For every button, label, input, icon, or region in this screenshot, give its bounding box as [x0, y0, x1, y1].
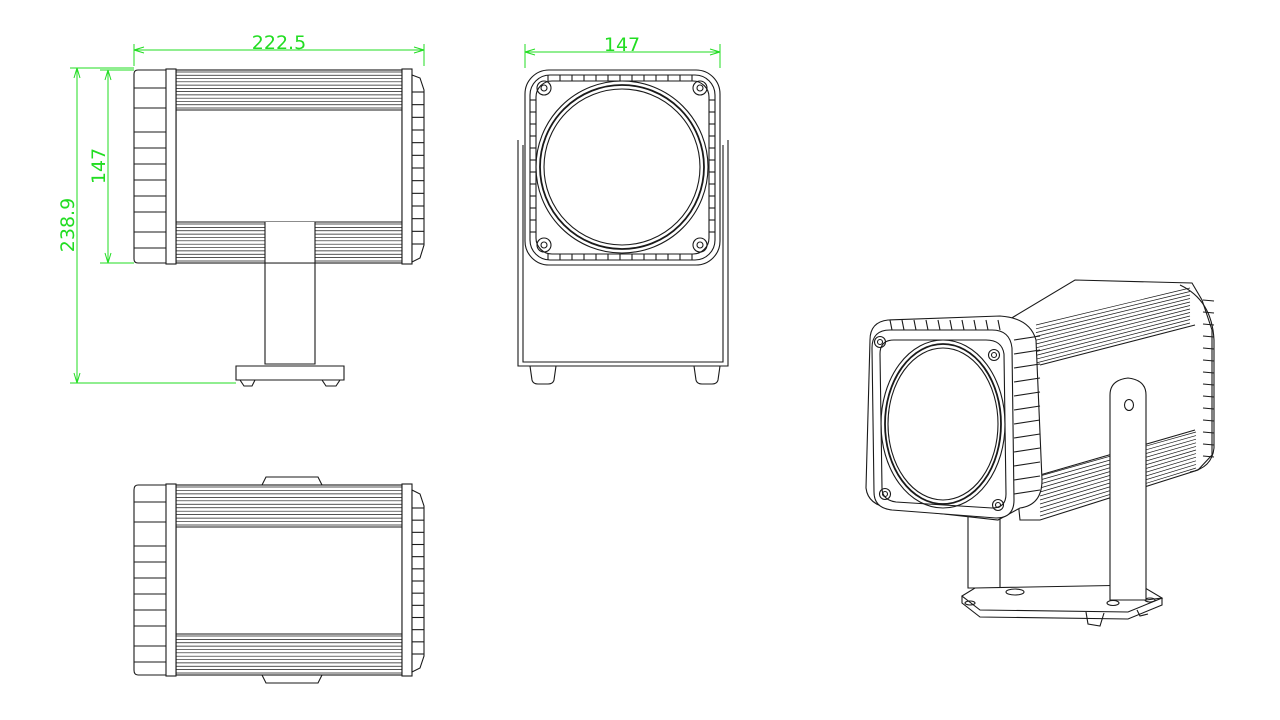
fin-line [1202, 371, 1215, 374]
side-view-front-bezel [133, 68, 177, 265]
fin-line [949, 319, 953, 331]
front-view-housing [524, 69, 721, 266]
dimension-body-height: 147 [88, 69, 134, 264]
dimension-total-height-label: 238.9 [57, 198, 79, 252]
side-view-body [175, 69, 403, 264]
side-view-rear-ribs [412, 91, 424, 245]
fin-line [1035, 294, 1191, 333]
top-view [133, 476, 425, 684]
fin-line [1202, 359, 1215, 362]
top-view-lower-fins [176, 635, 402, 674]
fin-line [1035, 308, 1191, 349]
fin-line [1035, 312, 1191, 352]
fin-line [1202, 407, 1215, 410]
fin-line [1202, 455, 1215, 458]
front-view-stand [517, 140, 729, 385]
fin-line [1202, 323, 1215, 326]
fin-line [901, 319, 905, 331]
fin-line [1013, 405, 1041, 411]
fin-line [1035, 298, 1191, 337]
fin-line [1013, 475, 1041, 481]
fin-line [1202, 335, 1215, 338]
dimension-body-height-label: 147 [88, 148, 110, 184]
isometric-view [865, 279, 1215, 627]
fin-line [1202, 395, 1215, 398]
front-view-lens [535, 80, 709, 254]
side-view [133, 68, 425, 387]
fin-line [1013, 433, 1041, 439]
side-view-top-fins [176, 71, 402, 109]
fin-line [997, 319, 1001, 331]
fin-line [1202, 443, 1215, 446]
fin-line [1013, 377, 1041, 383]
fin-line [1035, 319, 1191, 360]
dimension-length: 222.5 [133, 32, 425, 66]
fin-line [1013, 419, 1041, 425]
fin-line [1013, 335, 1041, 341]
iso-rear-ribs [1202, 299, 1215, 458]
front-view-ribs [530, 75, 715, 260]
dimension-width: 147 [524, 34, 721, 68]
iso-lens [880, 339, 1006, 509]
fin-line [1013, 349, 1041, 355]
fin-line [1013, 461, 1041, 467]
fin-line [1035, 287, 1191, 326]
fin-line [1202, 347, 1215, 350]
fin-line [1013, 489, 1041, 495]
iso-stand-arm [1109, 377, 1163, 601]
iso-screws [873, 335, 1005, 512]
top-view-rear-ribs [412, 507, 424, 655]
top-view-bezel-ribs [134, 501, 166, 663]
front-view-screws [536, 80, 708, 253]
fin-line [925, 319, 929, 331]
fin-line [1013, 447, 1041, 453]
iso-bezel-ribs [889, 319, 1041, 495]
fin-line [937, 319, 941, 331]
fin-line [1035, 315, 1191, 356]
side-view-bezel-ribs [134, 87, 166, 249]
fin-line [1035, 301, 1191, 341]
fin-line [1202, 419, 1215, 422]
fin-line [1202, 311, 1215, 314]
fin-line [1202, 431, 1215, 434]
fin-line [961, 319, 965, 331]
fin-line [985, 319, 989, 331]
fin-line [913, 319, 917, 331]
fin-line [1013, 363, 1041, 369]
fin-line [1013, 391, 1041, 397]
iso-front-bezel [865, 315, 1043, 521]
fin-line [1035, 291, 1191, 330]
fin-line [1035, 322, 1191, 364]
fin-line [889, 319, 893, 331]
dimension-total-height: 238.9 [57, 67, 236, 384]
iso-top-fins [1035, 287, 1191, 364]
dimension-length-label: 222.5 [252, 32, 306, 54]
fin-line [1202, 299, 1215, 302]
fin-line [973, 319, 977, 331]
front-view [517, 69, 729, 385]
side-view-rear-cap [401, 68, 425, 265]
fin-line [1035, 305, 1191, 345]
iso-body [999, 279, 1215, 521]
fin-line [1202, 383, 1215, 386]
top-view-upper-fins [176, 486, 402, 526]
dimension-width-label: 147 [604, 34, 640, 56]
